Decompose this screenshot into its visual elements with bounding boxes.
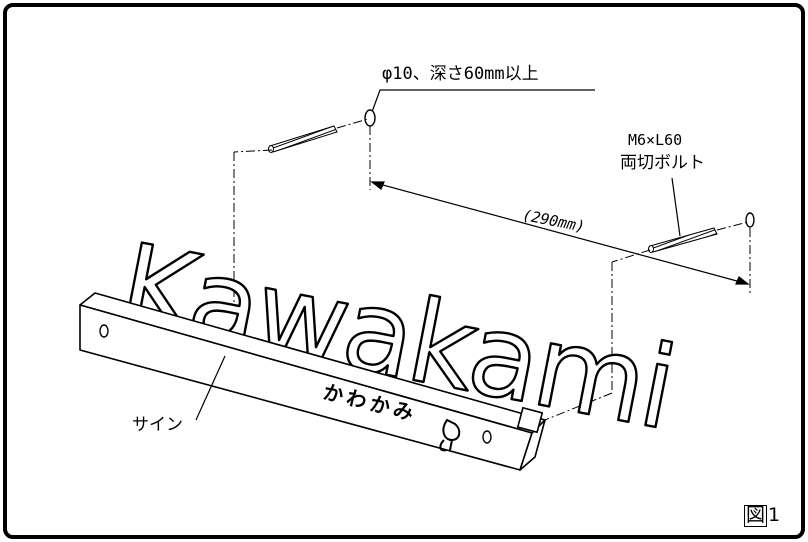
plate-hole-left [99,324,109,338]
hole-spec-label: φ10、深さ60mm以上 [382,64,539,84]
upper-bolt [268,125,338,153]
figure-kanji: 図 [744,504,768,527]
sign-label: サイン [132,415,183,435]
center-lines [233,118,751,421]
sign-leader [195,355,226,421]
figure-number: 1 [768,504,781,526]
hole-spec-leader [371,89,595,113]
plate-hole-right [482,430,492,444]
dimension-290 [370,181,750,285]
flower-motif [439,418,461,452]
figure-frame [3,3,805,539]
sign-plate [79,292,546,471]
bolt-name-leader [671,177,681,237]
upper-wall-hole [364,109,376,127]
lower-bolt [648,227,718,253]
lower-wall-hole [745,212,755,228]
bolt-spec-label: M6×L60 [628,131,683,149]
bolt-name-label: 両切ボルト [620,153,705,173]
